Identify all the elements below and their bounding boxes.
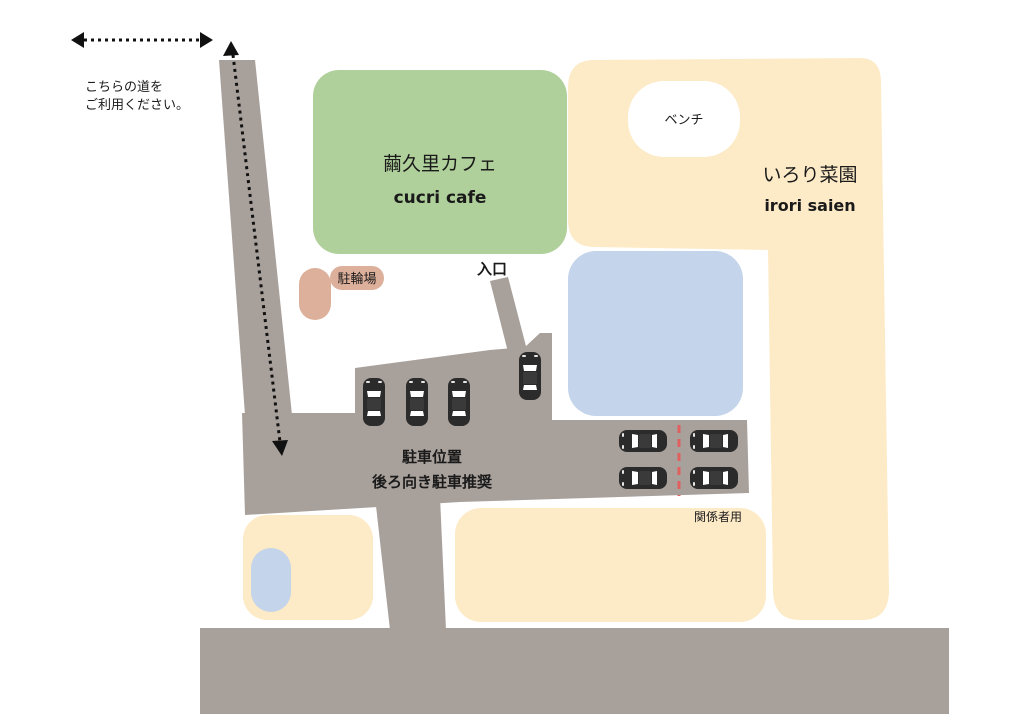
notice-line2: ご利用ください。: [85, 97, 189, 113]
bench-area: [628, 81, 740, 157]
pond-large: [568, 251, 743, 416]
entrance-path: [490, 277, 527, 352]
connector-road: [375, 497, 446, 630]
car-icon: [448, 378, 470, 426]
car-icon: [690, 430, 738, 452]
bicycle-parking-label: 駐輪場: [337, 271, 376, 287]
car-icon: [406, 378, 428, 426]
car-icon: [363, 378, 385, 426]
pond-small: [251, 548, 291, 612]
entrance-label: 入口: [477, 260, 507, 278]
double-arrow-horizontal-icon: [71, 32, 213, 48]
garden-name-ja: いろり菜園: [762, 164, 857, 186]
car-icon: [690, 467, 738, 489]
cafe-building: [313, 70, 567, 254]
garden-name-en: irori saien: [764, 196, 855, 215]
notice-line1: こちらの道を: [85, 80, 163, 95]
car-icon: [619, 430, 667, 452]
double-arrow-vertical-icon: [223, 41, 288, 456]
main-road: [200, 628, 949, 714]
bench-label: ベンチ: [664, 113, 703, 128]
car-icon: [619, 467, 667, 489]
parking-label-line2: 後ろ向き駐車推奨: [371, 473, 493, 491]
parking-label-line1: 駐車位置: [402, 448, 462, 466]
garden-area: [568, 58, 889, 620]
car-icon: [519, 352, 541, 400]
bicycle-parking-label-bg: [330, 266, 384, 290]
cafe-name-ja: 繭久里カフェ: [383, 153, 497, 175]
staff-only-label: 関係者用: [694, 510, 742, 524]
bicycle-parking-area: [299, 268, 331, 320]
cafe-name-en: cucri cafe: [394, 188, 487, 208]
garden-lower-middle: [455, 508, 766, 622]
